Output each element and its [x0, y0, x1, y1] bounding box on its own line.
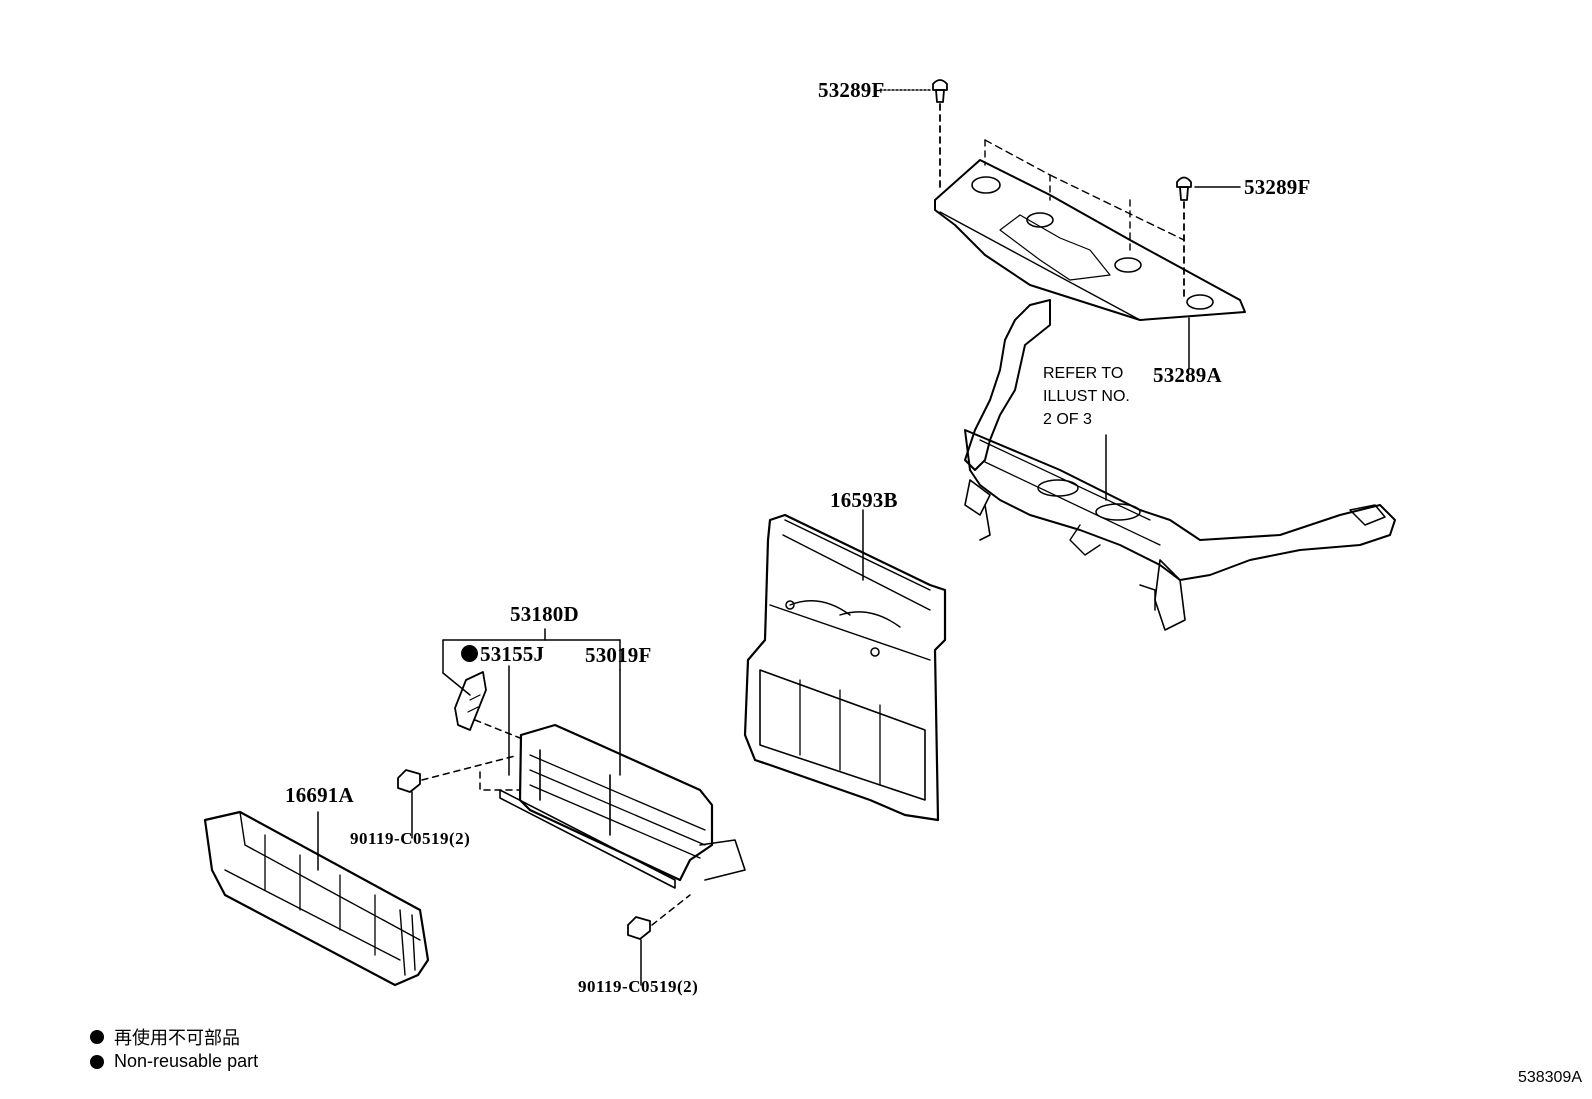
label-16593b[interactable]: 16593B	[830, 488, 898, 512]
bolt-lower	[627, 894, 691, 986]
bracket-53155j	[454, 671, 521, 739]
label-53155j-text: 53155J	[480, 642, 545, 666]
refer-note: REFER TO ILLUST NO. 2 OF 3	[1043, 362, 1130, 431]
label-53289f-top[interactable]: 53289F	[818, 78, 885, 102]
bullet-icon	[90, 1030, 104, 1044]
bullet-icon	[90, 1054, 104, 1069]
refer-note-line1: REFER TO	[1043, 365, 1124, 382]
legend-japanese-text: 再使用不可部品	[114, 1028, 240, 1048]
duct-16593b	[743, 509, 947, 822]
label-16691a[interactable]: 16691A	[285, 783, 354, 807]
label-53180d[interactable]: 53180D	[510, 602, 579, 626]
radiator-support	[964, 299, 1396, 631]
illustration-id: 538309A	[1517, 1069, 1582, 1086]
label-90119-upper[interactable]: 90119-C0519(2)	[350, 829, 471, 848]
label-53019f[interactable]: 53019F	[585, 643, 652, 667]
legend-english-text: Non-reusable part	[114, 1051, 259, 1071]
duct-16691a	[203, 810, 430, 987]
label-53155j[interactable]: 53155J	[461, 644, 544, 665]
refer-note-line2: ILLUST NO.	[1043, 388, 1130, 405]
bolt-upper	[397, 755, 521, 839]
bracket-53180d	[442, 628, 621, 776]
legend-japanese: 再使用不可部品	[90, 1024, 240, 1050]
clip-53289f-right	[1176, 176, 1241, 301]
cover-53289a	[934, 139, 1246, 369]
label-53289a[interactable]: 53289A	[1153, 363, 1222, 387]
shutter-53019f	[499, 669, 746, 889]
legend-english: Non-reusable part	[90, 1051, 258, 1072]
clip-53289f-top	[879, 79, 948, 191]
label-53289f-right[interactable]: 53289F	[1244, 175, 1311, 199]
label-90119-lower[interactable]: 90119-C0519(2)	[578, 977, 699, 996]
non-reusable-marker	[461, 645, 478, 662]
refer-note-line3: 2 OF 3	[1043, 411, 1092, 428]
